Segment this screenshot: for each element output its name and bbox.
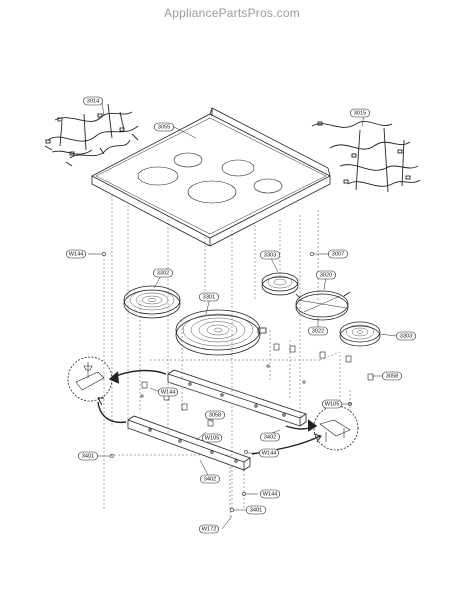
part-label-oval bbox=[200, 474, 221, 484]
part-label-3058-mid: 3058 bbox=[205, 410, 226, 420]
part-label-w105-mid: W105 bbox=[202, 433, 223, 443]
part-label-oval bbox=[259, 432, 280, 442]
part-label-w144-d: W144 bbox=[259, 489, 280, 499]
part-label-text: 3058 bbox=[386, 373, 398, 379]
part-label-3022: 3022 bbox=[307, 326, 328, 336]
part-label-oval bbox=[246, 505, 267, 515]
part-label-text: 3055 bbox=[158, 124, 170, 130]
detail-arrows bbox=[97, 369, 322, 455]
part-label-text: 3301 bbox=[203, 294, 215, 300]
part-label-text: 3303 bbox=[400, 333, 412, 339]
part-label-3014: 3014 bbox=[83, 96, 104, 106]
part-label-text: 3303 bbox=[264, 252, 276, 258]
part-label-oval bbox=[153, 268, 174, 278]
part-label-oval bbox=[349, 108, 370, 118]
part-label-text: 3020 bbox=[320, 272, 332, 278]
part-label-oval bbox=[395, 331, 416, 341]
part-label-3015: 3015 bbox=[349, 108, 370, 118]
part-label-3055: 3055 bbox=[154, 122, 175, 132]
part-label-w144-c: W144 bbox=[258, 448, 279, 458]
screws bbox=[102, 252, 352, 512]
part-label-3020: 3020 bbox=[315, 270, 336, 280]
part-label-w105-right: W105 bbox=[321, 399, 342, 409]
part-label-3302: 3302 bbox=[153, 268, 174, 278]
part-label-oval bbox=[199, 292, 220, 302]
detail-callout-left bbox=[67, 356, 113, 402]
part-label-3402-mid: 3402 bbox=[259, 432, 280, 442]
part-label-text: W144 bbox=[263, 491, 278, 497]
radiant-element-3302 bbox=[123, 285, 181, 319]
part-label-oval bbox=[199, 524, 220, 534]
part-label-text: 3402 bbox=[204, 476, 216, 482]
radiant-element-3303-right bbox=[339, 321, 381, 347]
part-label-text: W144 bbox=[161, 389, 176, 395]
radiant-element-3301 bbox=[175, 309, 267, 356]
detail-callout-right bbox=[313, 405, 359, 451]
part-label-text: 3402 bbox=[264, 434, 276, 440]
part-label-w144-b: W144 bbox=[158, 387, 179, 397]
radiant-element-3303-top bbox=[261, 272, 299, 296]
part-label-oval bbox=[66, 249, 87, 259]
part-label-oval bbox=[205, 410, 226, 420]
part-label-oval bbox=[381, 371, 402, 381]
part-label-oval bbox=[83, 96, 104, 106]
part-label-oval bbox=[258, 448, 279, 458]
part-label-oval bbox=[327, 249, 348, 259]
part-label-text: 3401 bbox=[250, 507, 262, 513]
part-label-text: 3302 bbox=[157, 270, 169, 276]
part-label-text: 3007 bbox=[332, 251, 344, 257]
part-label-w172: W172 bbox=[199, 524, 220, 534]
part-label-text: 3022 bbox=[312, 328, 324, 334]
part-label-text: 3058 bbox=[209, 412, 221, 418]
part-label-oval bbox=[259, 489, 280, 499]
part-label-text: W144 bbox=[69, 251, 84, 257]
wire-harness-right bbox=[311, 121, 421, 193]
part-label-3301: 3301 bbox=[199, 292, 220, 302]
part-label-oval bbox=[315, 270, 336, 280]
part-label-3058-right: 3058 bbox=[381, 371, 402, 381]
wire-harness-left bbox=[44, 103, 139, 167]
part-label-text: W105 bbox=[205, 435, 220, 441]
part-label-oval bbox=[321, 399, 342, 409]
part-label-text: 3015 bbox=[354, 110, 366, 116]
part-label-3007: 3007 bbox=[327, 249, 348, 259]
guide-lines bbox=[103, 195, 351, 520]
part-label-oval bbox=[154, 122, 175, 132]
part-label-oval bbox=[158, 387, 179, 397]
support-rail-lower bbox=[127, 415, 251, 471]
part-label-3401-left: 3401 bbox=[78, 451, 99, 461]
part-label-3303-top: 3303 bbox=[259, 250, 280, 260]
part-label-3402-bottom: 3402 bbox=[200, 474, 221, 484]
dual-element-3020 bbox=[295, 290, 351, 321]
part-label-oval bbox=[78, 451, 99, 461]
support-rail-upper bbox=[167, 369, 307, 427]
part-label-text: W144 bbox=[262, 450, 277, 456]
part-label-text: 3014 bbox=[87, 98, 99, 104]
part-label-text: W105 bbox=[325, 401, 340, 407]
part-label-3401-bottom: 3401 bbox=[246, 505, 267, 515]
part-label-w144-a: W144 bbox=[66, 249, 87, 259]
mounting-clips bbox=[141, 343, 374, 427]
part-label-oval bbox=[202, 433, 223, 443]
part-label-oval bbox=[259, 250, 280, 260]
cooktop-glass bbox=[91, 107, 331, 247]
part-label-3303-right: 3303 bbox=[395, 331, 416, 341]
site-watermark: AppliancePartsPros.com bbox=[164, 6, 300, 20]
part-label-text: W172 bbox=[202, 526, 217, 532]
part-label-text: 3401 bbox=[82, 453, 94, 459]
part-label-oval bbox=[307, 326, 328, 336]
